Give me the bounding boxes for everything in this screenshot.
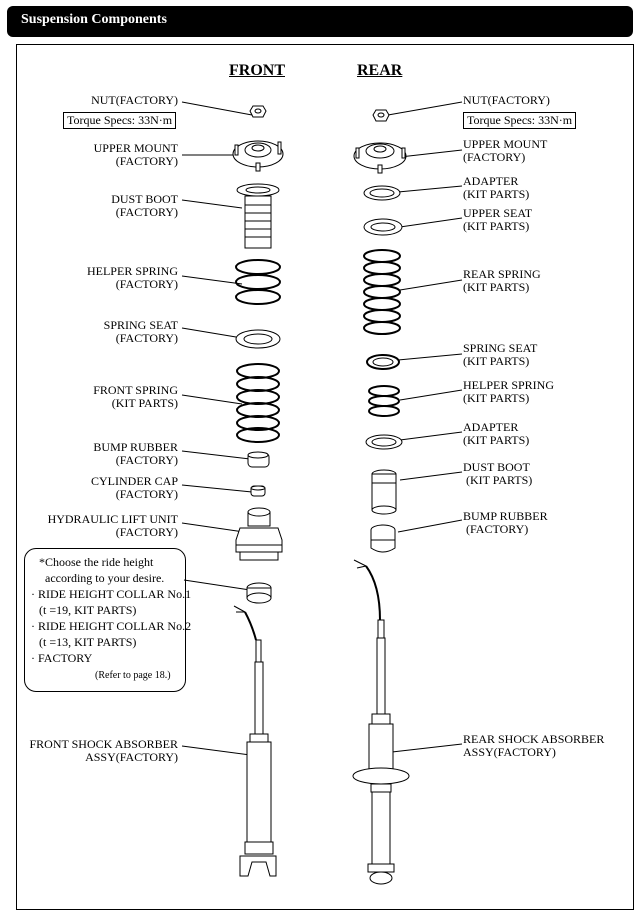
- rear-bump-rubber: [370, 524, 396, 553]
- diagram-frame: [16, 44, 634, 910]
- front-leader-lines: [181, 101, 259, 757]
- rear-spring-seat-label: SPRING SEAT(KIT PARTS): [463, 341, 538, 368]
- front-spring-label: FRONT SPRING(KIT PARTS): [93, 383, 178, 410]
- rear-helper-spring-label: HELPER SPRING(KIT PARTS): [463, 378, 555, 405]
- ride-height-note: *Choose the ride height according to you…: [24, 548, 191, 692]
- rear-bump-rubber-label: BUMP RUBBER (FACTORY): [463, 509, 548, 536]
- front-spring: [236, 363, 280, 443]
- rear-adapter-1: [363, 185, 401, 201]
- front-dust-boot-label: DUST BOOT(FACTORY): [111, 192, 178, 219]
- rear-helper-spring: [368, 385, 400, 417]
- rear-spring: [363, 249, 401, 335]
- front-helper-spring-label: HELPER SPRING(FACTORY): [86, 264, 178, 291]
- front-cylinder-cap-label: CYLINDER CAP(FACTORY): [90, 474, 178, 501]
- rear-leader-lines: [387, 101, 463, 753]
- rear-dust-boot: [371, 469, 397, 515]
- title-bar: Suspension Components: [7, 6, 633, 37]
- front-hydraulic-lift-unit: [235, 507, 283, 561]
- rear-shock-absorber: [352, 559, 410, 885]
- rear-spring-label: REAR SPRING(KIT PARTS): [463, 267, 541, 294]
- front-ride-height-collar: [246, 582, 272, 604]
- front-spring-seat: [235, 329, 281, 349]
- rear-nut: [372, 109, 390, 122]
- front-nut: [249, 105, 267, 118]
- rear-upper-seat-label: UPPER SEAT(KIT PARTS): [463, 206, 533, 233]
- rear-dust-boot-label: DUST BOOT (KIT PARTS): [463, 460, 533, 487]
- front-cylinder-cap: [250, 485, 266, 497]
- rear-torque-spec: Torque Specs: 33N·m: [463, 112, 577, 129]
- rear-adapter-2-label: ADAPTER(KIT PARTS): [463, 420, 530, 447]
- rear-upper-seat: [363, 218, 403, 236]
- rear-spring-seat: [366, 354, 400, 370]
- rear-adapter-1-label: ADAPTER(KIT PARTS): [463, 174, 530, 201]
- rear-upper-mount: [353, 142, 407, 174]
- rear-upper-mount-label: UPPER MOUNT(FACTORY): [463, 137, 548, 164]
- front-nut-label: NUT(FACTORY): [91, 93, 178, 107]
- front-upper-mount-label: UPPER MOUNT(FACTORY): [93, 141, 178, 168]
- rear-header: REAR: [357, 62, 403, 79]
- front-hydraulic-lift-unit-label: HYDRAULIC LIFT UNIT(FACTORY): [47, 512, 178, 539]
- front-upper-mount: [232, 140, 284, 172]
- front-dust-boot: [236, 183, 280, 249]
- page-title: Suspension Components: [21, 12, 167, 27]
- front-torque-spec: Torque Specs: 33N·m: [63, 112, 177, 129]
- rear-adapter-2: [365, 434, 403, 450]
- front-spring-seat-label: SPRING SEAT(FACTORY): [103, 318, 178, 345]
- front-helper-spring: [235, 259, 281, 305]
- front-header: FRONT: [229, 62, 285, 79]
- rear-nut-label: NUT(FACTORY): [463, 93, 550, 107]
- front-shock-absorber: [233, 605, 277, 877]
- front-bump-rubber: [247, 451, 270, 468]
- front-bump-rubber-label: BUMP RUBBER(FACTORY): [93, 440, 178, 467]
